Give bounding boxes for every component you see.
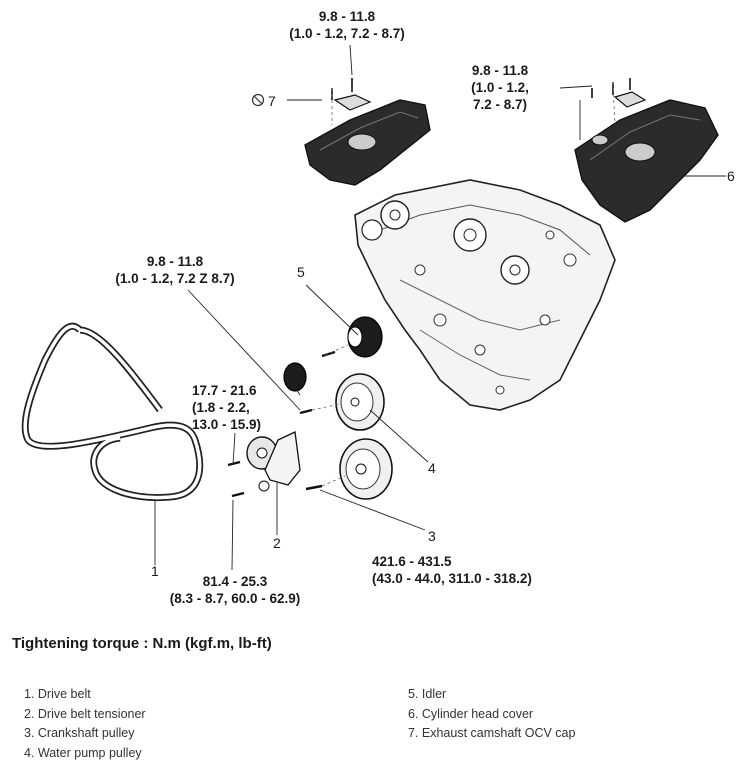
engine-exploded-diagram [21, 44, 726, 571]
torque-tensioner-lower-bolt: 81.4 - 25.3 (8.3 - 8.7, 60.0 - 62.9) [169, 574, 301, 606]
callout-1: 1 [151, 563, 159, 579]
leader-lines [154, 44, 726, 571]
legend-item: 2. Drive belt tensioner [24, 706, 146, 721]
callout-3: 3 [428, 528, 436, 544]
ocv-cap-right [591, 78, 647, 108]
torque-idler-bolt: 9.8 - 11.8 (1.0 - 1.2, 7.2 Z 8.7) [115, 254, 235, 286]
cylinder-head-cover-right [574, 99, 719, 223]
assembly-dashed-lines [311, 81, 616, 487]
idler-pulley [283, 316, 383, 392]
do-not-reuse-icon [251, 93, 265, 107]
legend-item: 5. Idler [408, 687, 447, 701]
ocv-cap-left [331, 78, 372, 111]
crankshaft-pulley [305, 438, 393, 500]
legend-right-column: 5. Idler 6. Cylinder head cover 7. Exhau… [408, 685, 575, 744]
drive-belt [21, 322, 204, 502]
torque-cover-bolt-right: 9.8 - 11.8 (1.0 - 1.2, 7.2 - 8.7) [471, 63, 529, 112]
callout-6: 6 [727, 168, 735, 184]
legend-title: Tightening torque : N.m (kgf.m, lb-ft) [12, 635, 272, 652]
callout-2: 2 [273, 535, 281, 551]
torque-crankshaft-bolt: 421.6 - 431.5 (43.0 - 44.0, 311.0 - 318.… [372, 554, 532, 586]
legend-left-column: 1. Drive belt 2. Drive belt tensioner 3.… [24, 685, 146, 763]
callout-7: 7 [268, 93, 276, 109]
legend-item: 7. Exhaust camshaft OCV cap [408, 726, 576, 740]
legend-item: 1. Drive belt [24, 687, 91, 701]
engine-block [354, 179, 616, 411]
legend-item: 4. Water pump pulley [24, 745, 142, 760]
water-pump-pulley [299, 373, 385, 431]
torque-tensioner-bolt: 17.7 - 21.6 (1.8 - 2.2, 13.0 - 15.9) [192, 383, 262, 432]
callout-5: 5 [297, 264, 305, 280]
torque-cover-bolt-left: 9.8 - 11.8 (1.0 - 1.2, 7.2 - 8.7) [289, 9, 405, 41]
drive-belt-tensioner [227, 431, 301, 498]
legend-item: 3. Crankshaft pulley [24, 726, 135, 740]
cylinder-head-cover-left [304, 99, 431, 186]
callout-4: 4 [428, 460, 436, 476]
legend-item: 6. Cylinder head cover [408, 706, 534, 721]
